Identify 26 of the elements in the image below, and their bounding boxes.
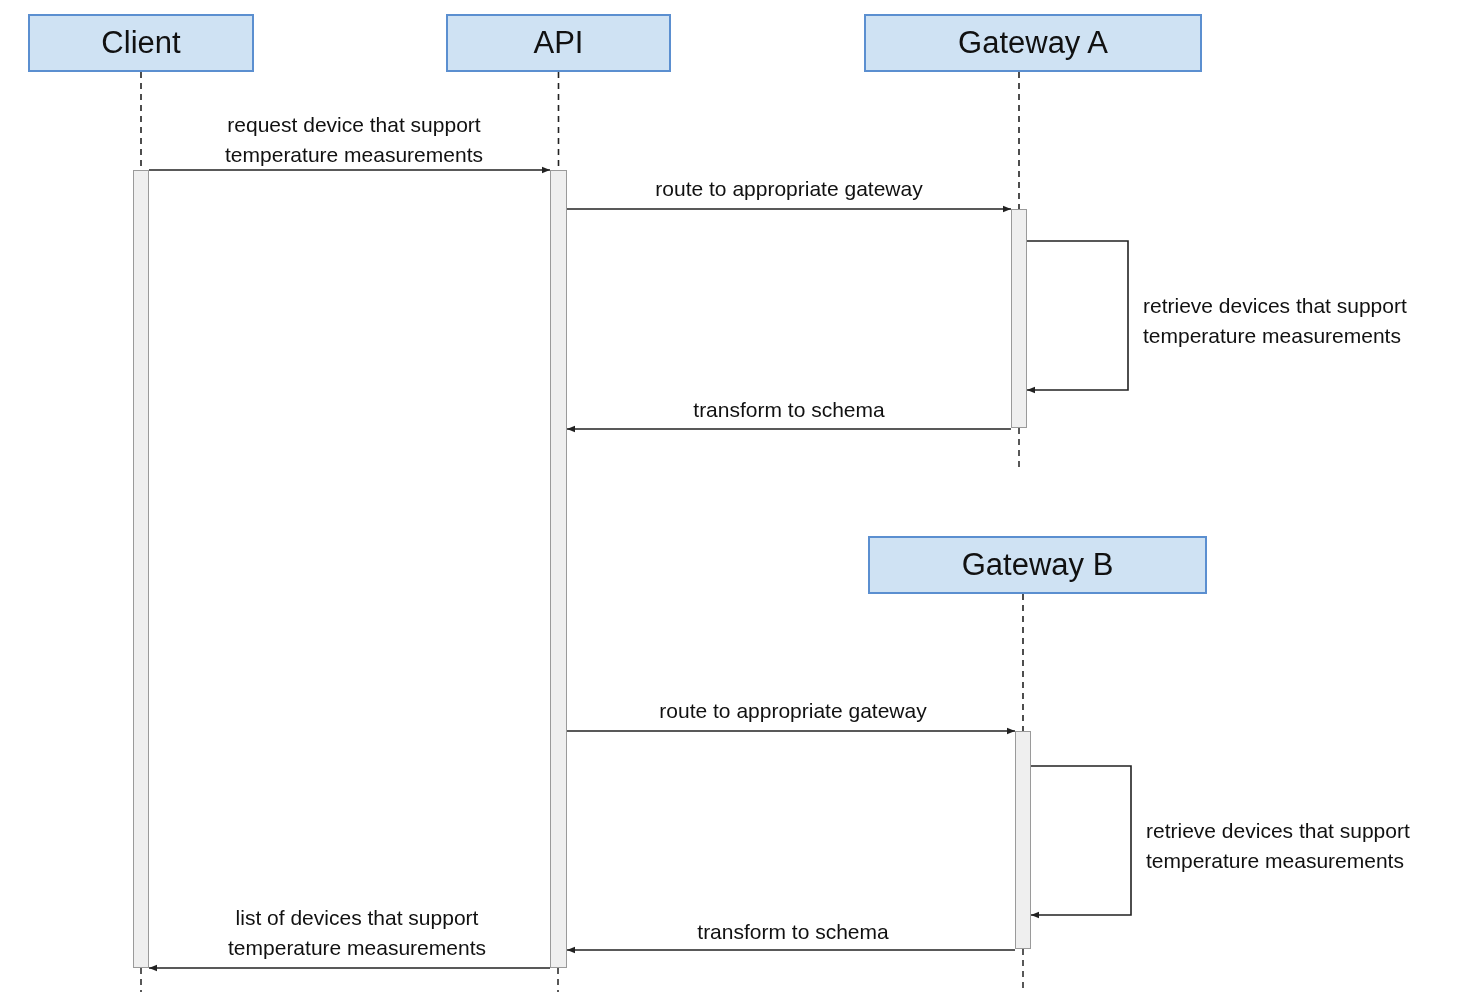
message-arrow [566, 946, 1016, 954]
participant-box: Client [28, 14, 254, 72]
edge-label: transform to schema [696, 919, 890, 945]
message-arrow [566, 727, 1016, 735]
activation-bar [133, 170, 149, 968]
edge-label: request device that support temperature measurements [224, 112, 484, 168]
activation-bar [1015, 731, 1031, 949]
edge-label: route to appropriate gateway [658, 698, 928, 724]
edge-label: retrieve devices that support temperature measurements [1143, 293, 1408, 349]
participant-box: Gateway A [864, 14, 1202, 72]
edge-label: transform to schema [692, 397, 886, 423]
edge-label: retrieve devices that support temperature measurements [1146, 818, 1411, 874]
participant-box: Gateway B [868, 536, 1207, 594]
lifeline [1022, 593, 1024, 732]
activation-bar [550, 170, 567, 968]
message-arrow [148, 166, 551, 174]
message-arrow [566, 425, 1012, 433]
edge-label: list of devices that support temperature measurements [227, 905, 487, 961]
lifeline [1018, 71, 1020, 210]
message-arrow [566, 205, 1012, 213]
message-arrow [1030, 765, 1132, 919]
edge-label: route to appropriate gateway [654, 176, 924, 202]
activation-bar [1011, 209, 1027, 428]
participant-box: API [446, 14, 671, 72]
message-arrow [148, 964, 551, 972]
message-arrow [1026, 240, 1129, 394]
